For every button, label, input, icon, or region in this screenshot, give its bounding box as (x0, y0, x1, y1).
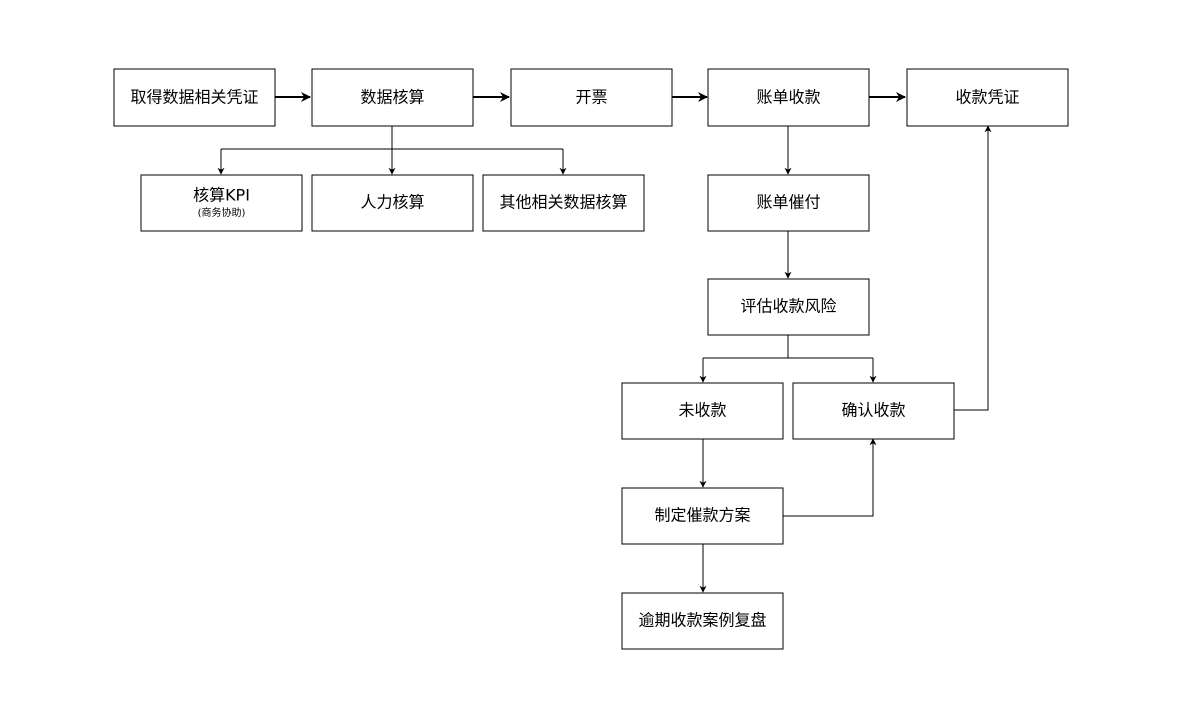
node-bill-collection: 账单收款 (707, 68, 870, 127)
node-other-accounting-label: 其他相关数据核算 (499, 193, 627, 212)
node-collection-voucher: 收款凭证 (906, 68, 1069, 127)
node-hr-accounting: 人力核算 (311, 174, 474, 232)
node-bill-reminder-label: 账单催付 (756, 193, 820, 212)
node-kpi-accounting-label: 核算KPI (193, 186, 250, 205)
edge-plan-to-confirm (783, 438, 877, 517)
node-invoice-label: 开票 (575, 88, 607, 107)
node-not-collected-label: 未收款 (678, 401, 726, 420)
node-assess-risk: 评估收款风险 (707, 278, 870, 336)
node-hr-accounting-label: 人力核算 (360, 193, 424, 212)
node-bill-collection-label: 账单收款 (756, 88, 820, 107)
nodes: 取得数据相关凭证 数据核算 开票 账单收款 收款凭证 核算KPI (商务协助) … (113, 68, 1069, 650)
node-kpi-note: (商务协助) (198, 206, 246, 219)
node-data-accounting: 数据核算 (311, 68, 474, 127)
node-overdue-review-label: 逾期收款案例复盘 (638, 611, 766, 630)
node-not-collected: 未收款 (621, 382, 784, 440)
node-obtain-voucher-label: 取得数据相关凭证 (130, 88, 258, 107)
node-bill-reminder: 账单催付 (707, 174, 870, 232)
node-obtain-voucher: 取得数据相关凭证 (113, 68, 276, 127)
node-data-accounting-label: 数据核算 (360, 88, 424, 107)
node-confirm-collection-label: 确认收款 (841, 401, 905, 420)
node-confirm-collection: 确认收款 (792, 382, 955, 440)
node-overdue-review: 逾期收款案例复盘 (621, 592, 784, 650)
node-other-accounting: 其他相关数据核算 (482, 174, 645, 232)
node-assess-risk-label: 评估收款风险 (740, 297, 836, 316)
node-kpi-accounting: 核算KPI (商务协助) (140, 174, 303, 232)
node-collection-plan-label: 制定催款方案 (654, 506, 750, 525)
node-collection-voucher-label: 收款凭证 (955, 88, 1019, 107)
node-invoice: 开票 (510, 68, 673, 127)
edges (217, 92, 992, 593)
edge-confirm-to-voucher (954, 125, 992, 411)
node-collection-plan: 制定催款方案 (621, 487, 784, 545)
